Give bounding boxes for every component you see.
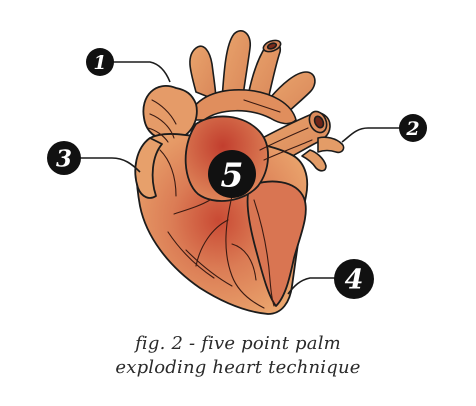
marker-3: 3 (47, 141, 81, 175)
marker-1: 1 (86, 48, 114, 76)
marker-4: 4 (334, 259, 374, 299)
great-vessels (187, 30, 316, 125)
leader-line-2 (341, 127, 400, 143)
marker-5: 5 (208, 150, 256, 198)
marker-3-label: 3 (56, 146, 72, 173)
caption-line-1: fig. 2 - five point palm (135, 333, 341, 354)
leader-line-3 (78, 157, 141, 173)
leader-lines (78, 61, 400, 295)
marker-1-label: 1 (93, 52, 106, 74)
marker-5-label: 5 (221, 156, 244, 195)
marker-2-label: 2 (405, 118, 419, 140)
leader-line-1 (112, 61, 171, 83)
caption-line-2: exploding heart technique (115, 357, 361, 378)
marker-2: 2 (399, 114, 427, 142)
coronary-lines (147, 99, 313, 309)
marker-4-label: 4 (345, 265, 364, 296)
leader-line-4 (287, 277, 336, 295)
